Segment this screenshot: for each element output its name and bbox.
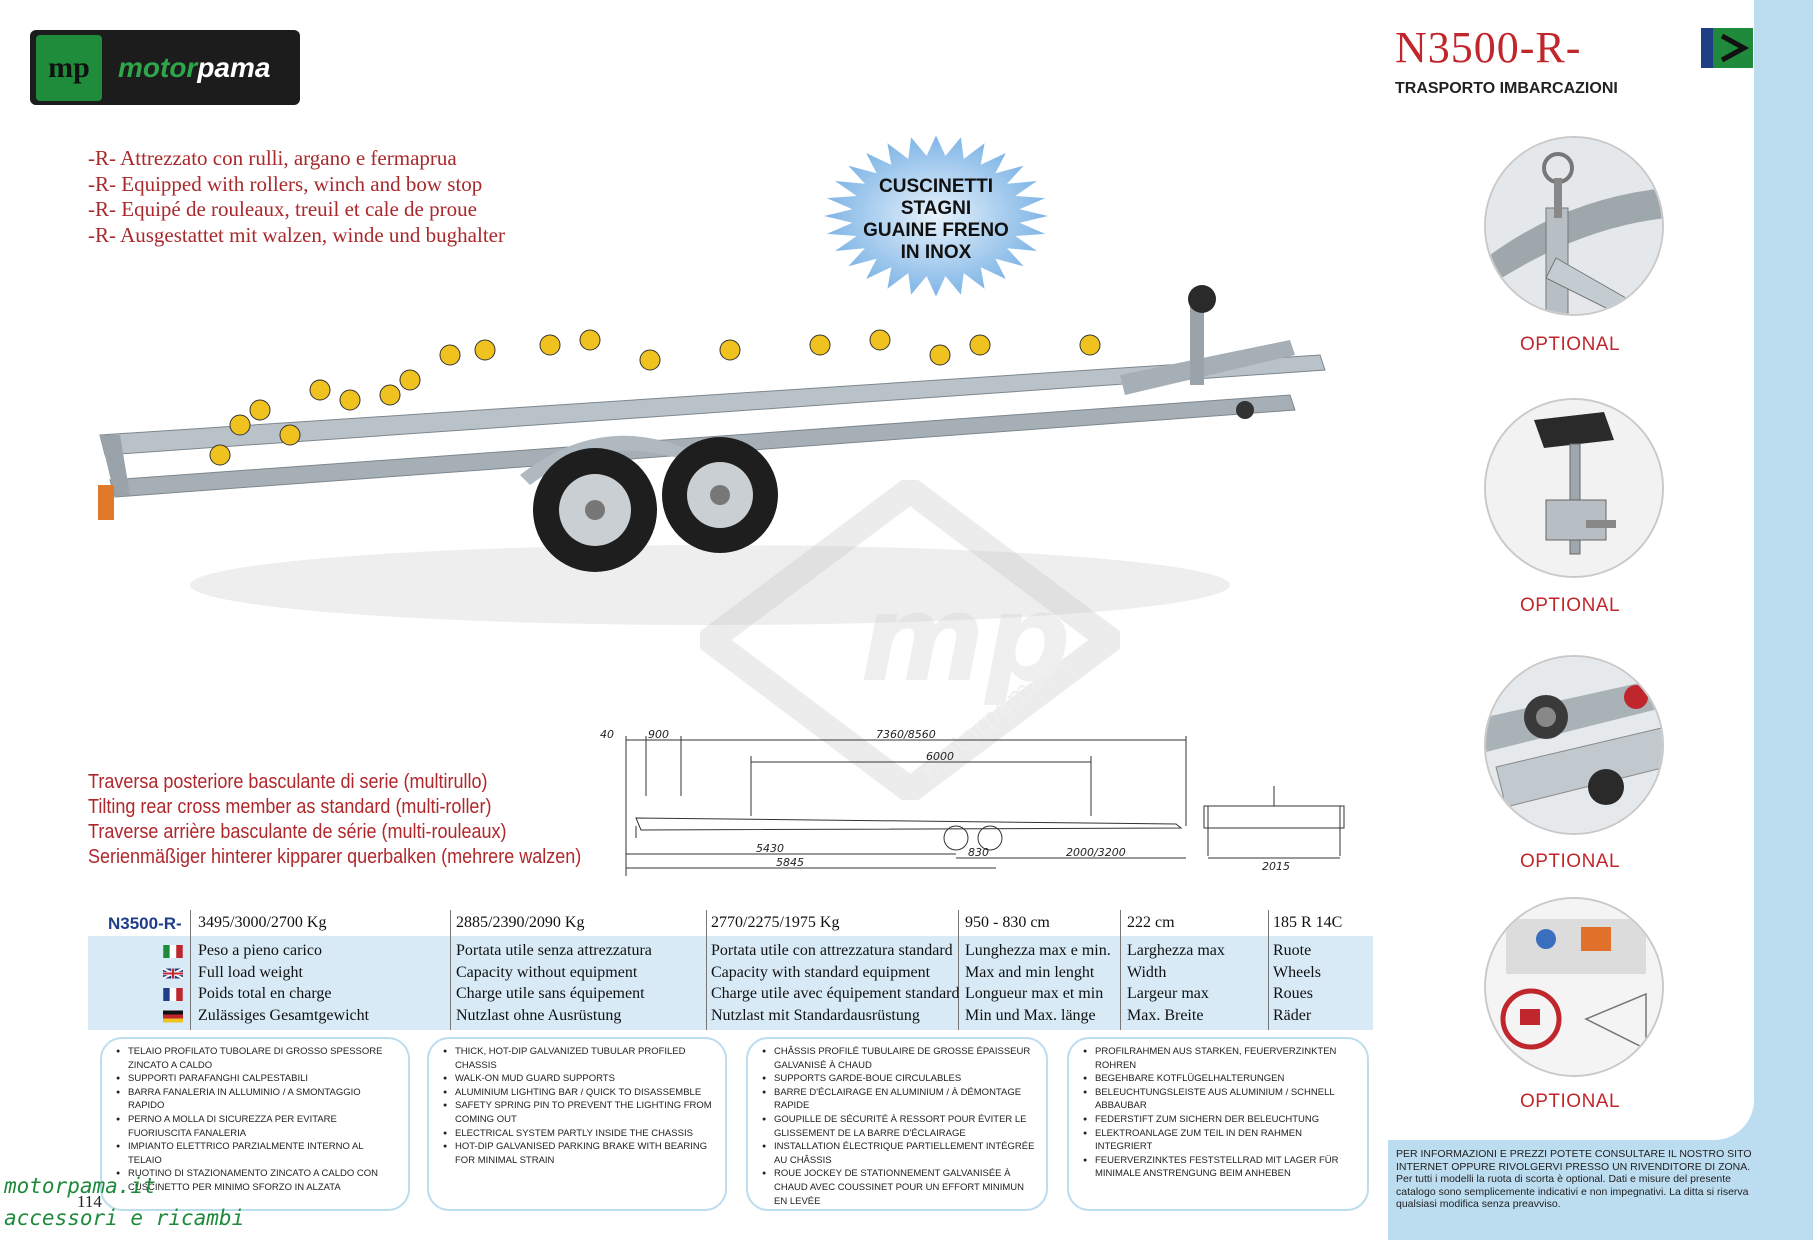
spec-model-label: N3500-R- [108, 914, 182, 933]
list-item: Feuerverzinktes Feststellrad mit Lager f… [1083, 1154, 1357, 1181]
list-item: Aluminium lighting bar / quick to disass… [443, 1086, 715, 1100]
optional-label-1: OPTIONAL [1519, 334, 1621, 355]
optional-electrical-kit-image [1484, 897, 1664, 1077]
list-item: Begehbare Kotflügelhalterungen [1083, 1072, 1357, 1086]
feature-it: -R- Attrezzato con rulli, argano e ferma… [88, 146, 457, 170]
technical-drawing: 40 900 7360/8560 6000 5430 5845 830 2000… [600, 728, 1345, 876]
svg-text:900: 900 [648, 728, 669, 741]
svg-text:mp: mp [860, 570, 1071, 709]
feature-en: -R- Equipped with rollers, winch and bow… [88, 171, 483, 196]
list-item: Supports garde-boue circulables [762, 1072, 1036, 1086]
badge-text: CUSCINETTI STAGNI GUAINE FRENO IN INOX [863, 176, 1009, 263]
rear-cross-member-text: Traversa posteriore basculante di serie … [88, 771, 582, 868]
svg-text:5845: 5845 [776, 856, 804, 869]
watermark-diamond-icon: mp motorpama.it [700, 480, 1120, 800]
france-flag-icon [163, 988, 183, 1001]
svg-text:7360/8560: 7360/8560 [876, 728, 936, 741]
feature-de: -R- Ausgestattet mit walzen, winde und b… [88, 222, 505, 247]
spec-value-capacity-no-equip: 2885/2390/2090 Kg [456, 914, 585, 931]
list-item: Installation électrique partiellement in… [762, 1140, 1036, 1167]
list-item: Goupille de sécurité à ressort pour évit… [762, 1113, 1036, 1140]
spec-divider [958, 910, 959, 1030]
germany-flag-icon [163, 1010, 183, 1022]
list-item: Impianto elettrico parzialmente interno … [116, 1140, 398, 1167]
spec-value-wheels: 185 R 14C [1273, 914, 1343, 931]
logo-wordmark: motorpama [118, 51, 271, 83]
spec-value-length: 950 - 830 cm [965, 914, 1050, 931]
spec-value-full-load: 3495/3000/2700 Kg [198, 914, 327, 931]
watermark-tagline: accessori e ricambi [4, 1206, 245, 1230]
language-flags [163, 945, 183, 1031]
list-item: Electrical system partly inside the chas… [443, 1127, 715, 1141]
optional-label-4: OPTIONAL [1519, 1091, 1621, 1112]
svg-text:2015: 2015 [1262, 860, 1290, 873]
svg-text:2000/3200: 2000/3200 [1066, 846, 1126, 859]
bullet-box-german: Profilrahmen aus starken, feuerverzinkte… [1067, 1037, 1369, 1211]
list-item: Roue jockey de stationnement galvanisée … [762, 1167, 1036, 1208]
list-item: Perno a molla di sicurezza per evitare f… [116, 1113, 398, 1140]
spec-value-width: 222 cm [1127, 914, 1175, 931]
list-item: Elektroanlage zum Teil in den Rahmen int… [1083, 1127, 1357, 1154]
spec-divider [190, 910, 191, 1030]
spec-table-band [88, 936, 1373, 1030]
bullet-box-french: Châssis profilé tubulaire de grosse épai… [746, 1037, 1048, 1211]
bullet-box-english: Thick, hot-dip galvanized tubular profil… [427, 1037, 727, 1211]
feature-fr: -R- Equipé de rouleaux, treuil et cale d… [88, 197, 477, 221]
list-item: Profilrahmen aus starken, feuerverzinkte… [1083, 1045, 1357, 1072]
bullet-box-italian: Telaio profilato tubolare di grosso spes… [100, 1037, 410, 1211]
page-number: 114 [77, 1192, 102, 1211]
optional-winch-support-image [1484, 136, 1664, 316]
svg-text:830: 830 [968, 846, 989, 859]
motorpama-logo: mp motorpama [30, 30, 300, 105]
optional-roller-detail-image [1484, 655, 1664, 835]
optional-bow-stop-image [1484, 398, 1664, 578]
list-item: Hot-dip galvanised parking brake with be… [443, 1140, 715, 1167]
spec-divider [450, 910, 451, 1030]
list-item: Walk-on mud guard supports [443, 1072, 715, 1086]
boat-trailer-illustration [98, 285, 1326, 625]
spec-divider [1268, 910, 1269, 1030]
list-item: Telaio profilato tubolare di grosso spes… [116, 1045, 398, 1072]
feature-list: -R- Attrezzato con rulli, argano e ferma… [88, 146, 505, 248]
uk-flag-icon [163, 967, 183, 979]
info-note: PER INFORMAZIONI E PREZZI POTETE CONSULT… [1396, 1148, 1752, 1210]
svg-text:6000: 6000 [926, 750, 954, 763]
list-item: Châssis profilé tubulaire de grosse épai… [762, 1045, 1036, 1072]
list-item: Safety spring pin to prevent the lightin… [443, 1099, 715, 1126]
svg-text:5430: 5430 [756, 842, 784, 855]
category-subtitle: TRASPORTO IMBARCAZIONI [1395, 80, 1618, 97]
next-arrow-icon[interactable] [1701, 28, 1753, 68]
optional-label-2: OPTIONAL [1519, 595, 1621, 616]
svg-text:40: 40 [600, 728, 614, 741]
list-item: Thick, hot-dip galvanized tubular profil… [443, 1045, 715, 1072]
logo-mark-icon: mp [36, 34, 102, 101]
spec-divider [1120, 910, 1121, 1030]
optional-label-3: OPTIONAL [1519, 851, 1621, 872]
list-item: Barra fanaleria in alluminio / a smontag… [116, 1086, 398, 1113]
spec-divider [706, 910, 707, 1030]
watermark-site: motorpama.it [4, 1174, 156, 1198]
list-item: Beleuchtungsleiste aus Aluminium / schne… [1083, 1086, 1357, 1113]
list-item: Federstift zum sichern der Beleuchtung [1083, 1113, 1357, 1127]
list-item: Barre d'éclairage en aluminium / à démon… [762, 1086, 1036, 1113]
spec-value-capacity-std-equip: 2770/2275/1975 Kg [711, 914, 840, 931]
model-title: N3500-R- [1395, 23, 1582, 72]
list-item: Ruotino di stazionamento zincato a caldo… [116, 1167, 398, 1194]
italy-flag-icon [163, 945, 183, 958]
list-item: Supporti parafanghi calpestabili [116, 1072, 398, 1086]
starburst-badge-icon [824, 136, 1048, 296]
